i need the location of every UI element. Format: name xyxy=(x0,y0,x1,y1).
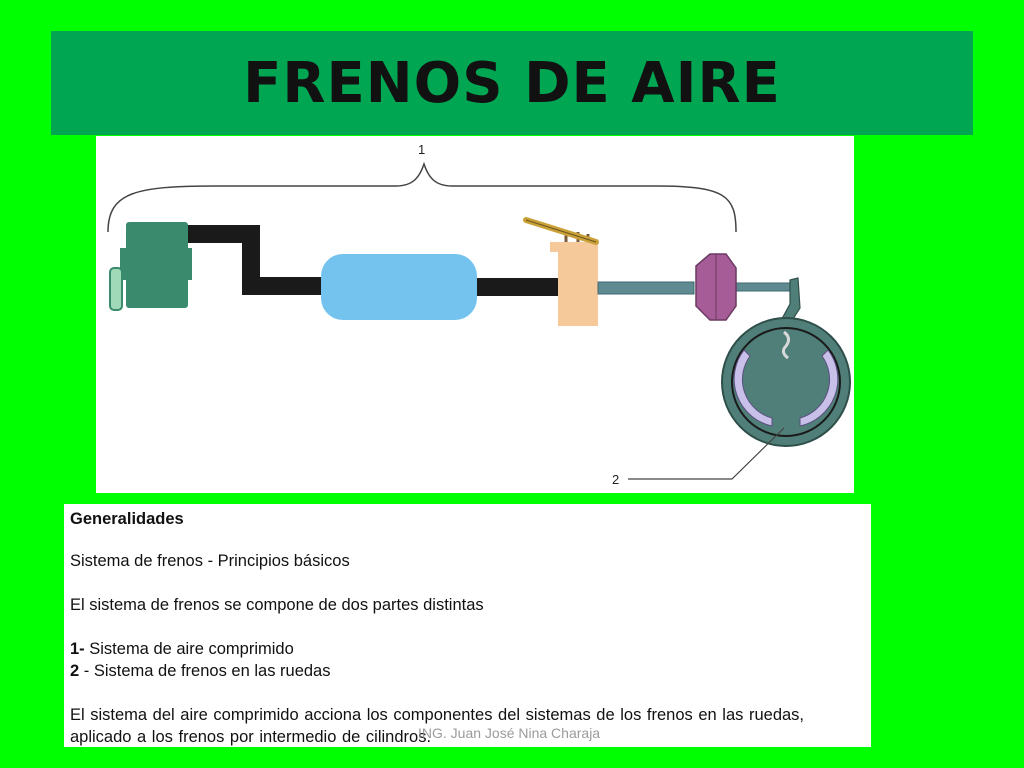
brake-drum xyxy=(721,317,851,447)
air-brake-diagram-svg: 1 xyxy=(107,142,851,487)
air-line-black xyxy=(184,225,331,295)
compressor xyxy=(109,222,192,311)
list-item-number: 1- xyxy=(70,640,85,658)
footer-credit: ING. Juan José Nina Charaja xyxy=(418,725,601,741)
list-item: 2 - Sistema de frenos en las ruedas xyxy=(70,660,865,682)
air-reservoir xyxy=(321,254,477,320)
body-paragraph: El sistema del aire comprimido acciona l… xyxy=(70,706,805,746)
label-1: 1 xyxy=(418,142,425,157)
slide-title: FRENOS DE AIRE xyxy=(243,50,781,116)
pushrod xyxy=(731,282,799,292)
air-line-to-valve xyxy=(474,278,562,296)
list-item-text: - Sistema de frenos en las ruedas xyxy=(79,662,331,680)
air-line-to-chamber xyxy=(597,281,695,295)
air-brake-diagram: 1 xyxy=(96,136,854,493)
list-item: 1- Sistema de aire comprimido xyxy=(70,638,865,660)
label-2: 2 xyxy=(612,472,619,487)
brake-valve xyxy=(523,217,599,326)
description-box: Generalidades Sistema de frenos - Princi… xyxy=(64,504,871,747)
title-bar: FRENOS DE AIRE xyxy=(51,31,973,135)
section-subtitle: Sistema de frenos - Principios básicos xyxy=(70,552,350,570)
brake-chamber xyxy=(695,253,737,321)
brace-section-1 xyxy=(107,161,737,233)
leader-line-2 xyxy=(628,427,785,480)
list-item-text: Sistema de aire comprimido xyxy=(84,640,294,658)
list-item-number: 2 xyxy=(70,662,80,680)
section-heading: Generalidades xyxy=(70,510,184,528)
intro-text: El sistema de frenos se compone de dos p… xyxy=(70,596,484,614)
